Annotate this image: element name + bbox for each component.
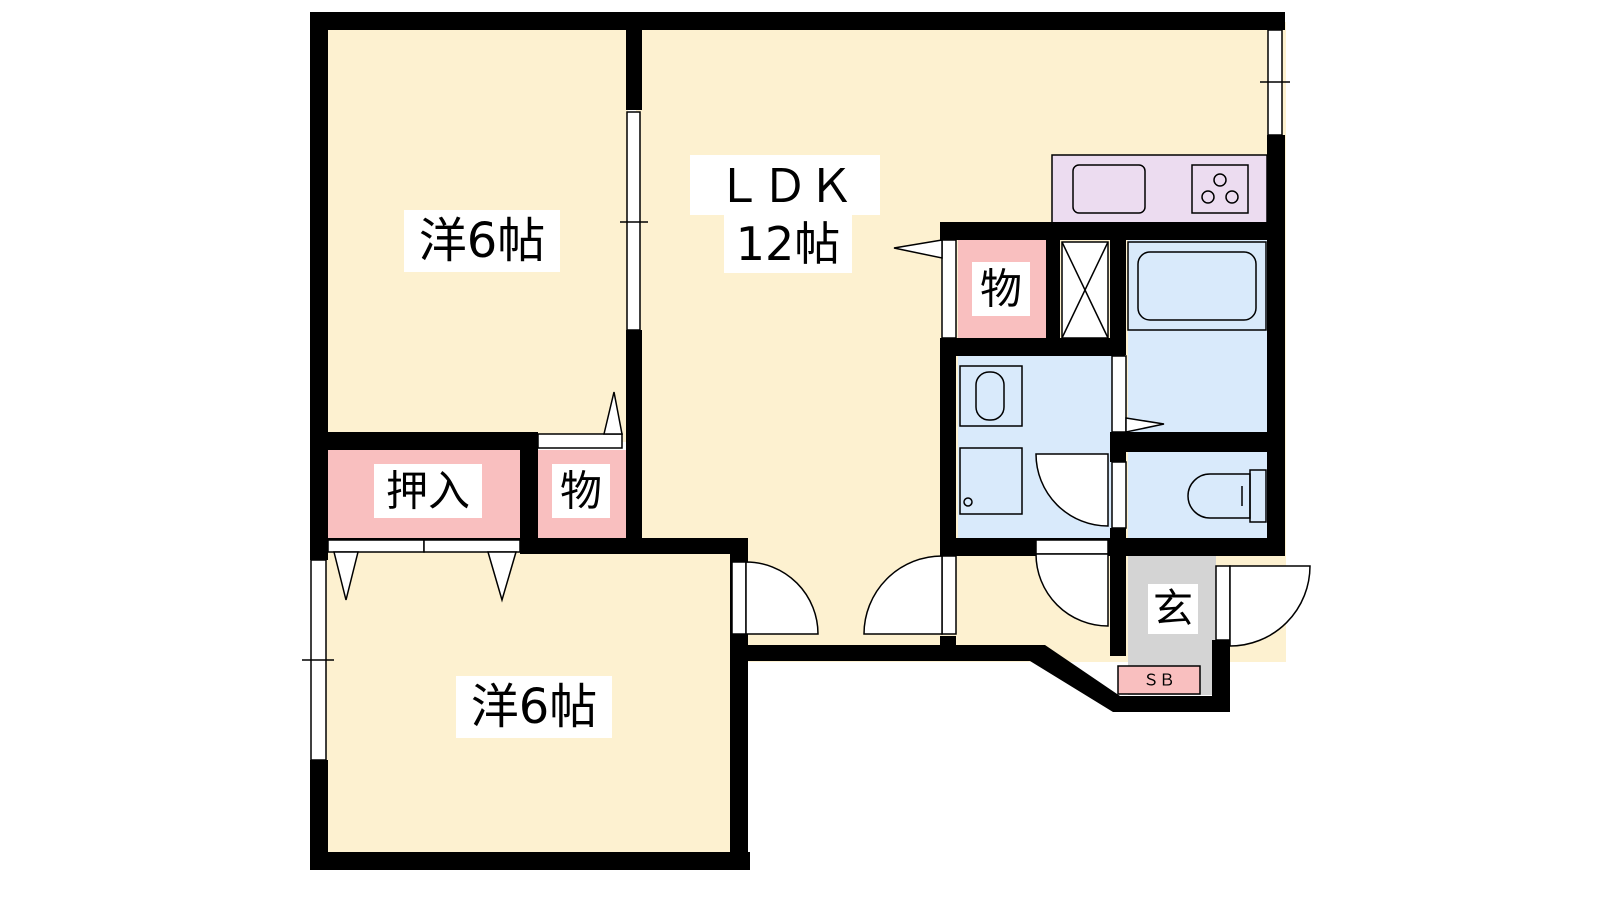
label-bg-entrance [1148, 584, 1198, 634]
label-bg-ldk-1 [690, 155, 880, 215]
label-shoe-box: ＳＢ [1143, 671, 1175, 690]
label-entrance: 玄 [1153, 586, 1193, 632]
label-storage-right: 物 [980, 265, 1022, 314]
stove-icon [1191, 164, 1249, 214]
label-bg-western-south [456, 676, 612, 738]
label-western-south: 洋6帖 [471, 679, 598, 735]
sink-icon [1072, 164, 1146, 214]
washbasin-icon [959, 365, 1023, 515]
label-storage-mid: 物 [560, 467, 602, 516]
toilet-icon [1187, 469, 1267, 523]
label-bg-oshiire [374, 464, 482, 518]
bathtub-icon [1127, 241, 1267, 331]
label-bg-storage-right [972, 262, 1030, 316]
swing-doors [731, 453, 1311, 647]
shoe-box [1117, 665, 1201, 695]
bathroom [1128, 240, 1268, 432]
toilet-room [1128, 452, 1268, 540]
walls [310, 12, 1285, 870]
label-bg-ldk-2 [724, 215, 852, 273]
windows [302, 29, 1290, 761]
label-ldk-line2: 12帖 [736, 217, 841, 271]
label-oshiire: 押入 [386, 467, 470, 516]
label-bg-storage-mid [552, 464, 610, 518]
washer-pan-icon [1061, 241, 1109, 339]
label-ldk-line1: ＬＤＫ [716, 159, 854, 213]
sliding-doors [327, 239, 1165, 603]
label-bg-western-north [404, 210, 560, 272]
label-western-north: 洋6帖 [419, 213, 546, 269]
